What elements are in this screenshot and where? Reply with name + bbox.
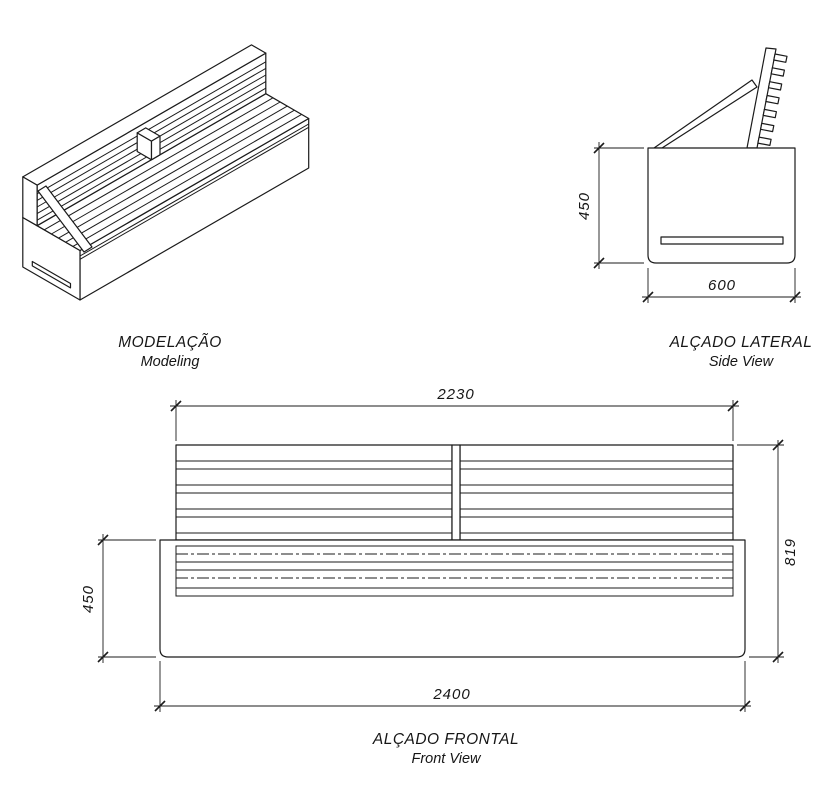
- front-view-subtitle: Front View: [411, 751, 482, 767]
- dim-front-base-height-value: 450: [80, 585, 97, 613]
- front-seat-band: [175, 545, 734, 597]
- side-armrest-bar: [653, 79, 758, 149]
- dim-front-backrest-width-value: 2230: [436, 386, 474, 403]
- iso-seat-slats: [44, 97, 302, 247]
- modeling-subtitle: Modeling: [141, 354, 200, 370]
- dim-front-total-height-value: 819: [782, 538, 799, 566]
- dim-side-depth-value: 600: [708, 277, 736, 294]
- side-base-body: [647, 147, 796, 264]
- iso-endcap-slot: [31, 260, 72, 289]
- front-base-block: [159, 539, 746, 658]
- front-center-post: [451, 444, 461, 541]
- dim-front-base-height: 450: [80, 534, 156, 663]
- iso-backrest-end-face: [22, 176, 38, 227]
- front-seat-slats: [176, 553, 733, 589]
- side-backrest-slats: [757, 53, 788, 146]
- side-base-slot: [660, 236, 784, 245]
- view-titles: MODELAÇÃO Modeling ALÇADO LATERAL Side V…: [118, 334, 812, 767]
- dim-front-total-width-value: 2400: [432, 686, 470, 703]
- side-view: 450 600: [576, 47, 801, 303]
- dim-front-total-height: 819: [737, 439, 799, 663]
- iso-mid-divider: [136, 127, 161, 161]
- dim-side-height: 450: [576, 142, 644, 269]
- dim-side-depth: 600: [642, 268, 801, 303]
- modeling-view: [22, 44, 310, 301]
- front-view-title: ALÇADO FRONTAL: [372, 731, 519, 748]
- dim-side-height-value: 450: [576, 192, 593, 220]
- side-view-subtitle: Side View: [709, 354, 775, 370]
- iso-front-face-lines: [79, 123, 309, 260]
- front-backrest-slats: [176, 460, 733, 534]
- side-view-title: ALÇADO LATERAL: [669, 334, 813, 351]
- iso-end-armrest: [37, 185, 93, 253]
- dim-front-total-width: 2400: [154, 661, 751, 712]
- dim-front-backrest-width: 2230: [170, 386, 739, 441]
- modeling-title: MODELAÇÃO: [118, 334, 222, 351]
- front-view: 2230 819 450 2400: [80, 386, 799, 712]
